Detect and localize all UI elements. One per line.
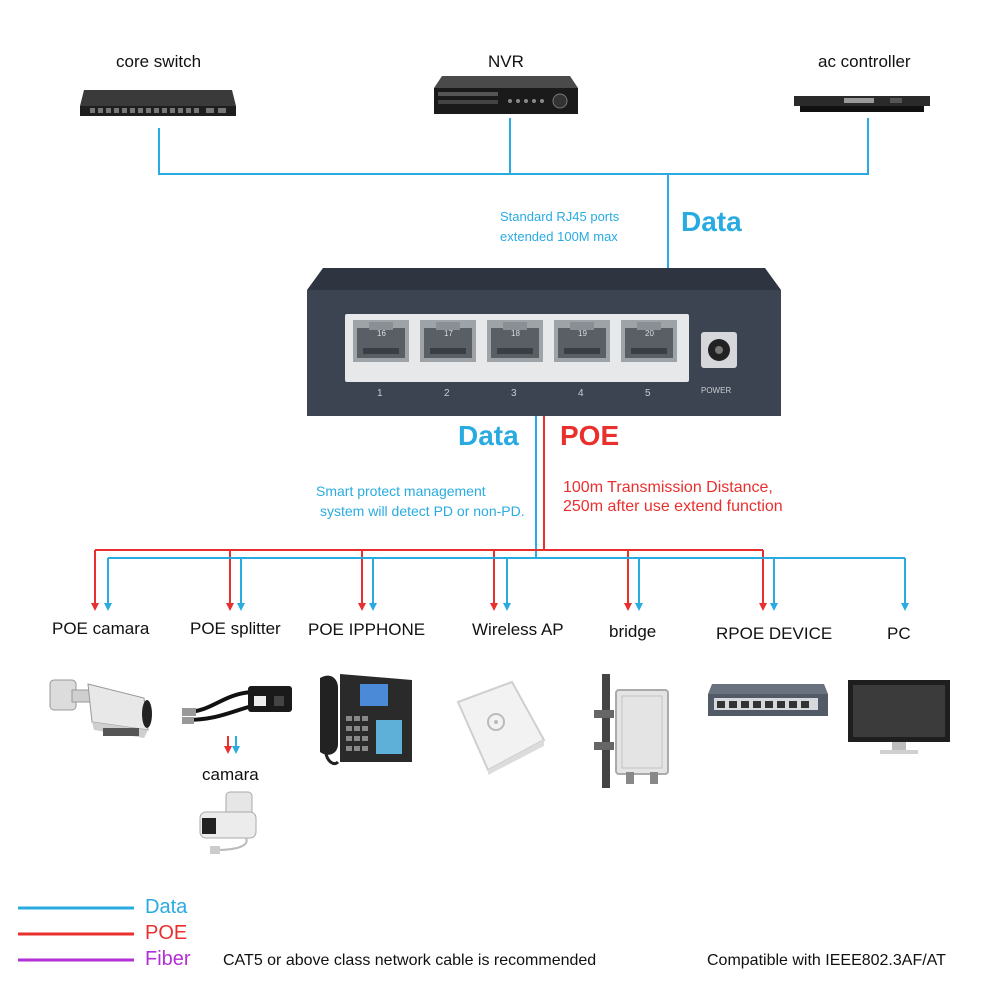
- core-switch-icon: [80, 90, 236, 116]
- port-led-number: 20: [645, 329, 654, 338]
- port-led-number: 17: [444, 329, 453, 338]
- power-label: POWER: [701, 386, 732, 395]
- distance-note-line1: 100m Transmission Distance,: [563, 479, 773, 496]
- port-row: 16 1 17 2 18 3 19 4 20 5: [351, 318, 687, 399]
- port-number-label: 5: [645, 388, 651, 399]
- port-number-label: 1: [377, 388, 383, 399]
- smart-protect-line1: Smart protect management: [316, 483, 486, 499]
- splitter-output-label: camara: [202, 765, 259, 784]
- distance-note-line2: 250m after use extend function: [563, 498, 783, 515]
- rj45-port-icon: [554, 320, 610, 362]
- port-2: 17 2: [418, 318, 478, 399]
- rj45-port-icon: [487, 320, 543, 362]
- rj45-note-line1: Standard RJ45 ports: [500, 209, 620, 224]
- endpoint-label-pc: PC: [887, 624, 911, 643]
- nvr-label: NVR: [488, 52, 524, 71]
- port-number-label: 2: [444, 388, 450, 399]
- ac-controller-icon: [794, 96, 930, 112]
- smart-protect-line2: system will detect PD or non-PD.: [320, 503, 525, 519]
- outdoor-bridge-icon: [594, 674, 669, 788]
- data-distribution-lines: [104, 557, 909, 611]
- endpoint-label-poe-splitter: POE splitter: [190, 619, 281, 638]
- endpoint-label-rpoe-device: RPOE DEVICE: [716, 624, 833, 643]
- port-led-number: 16: [377, 329, 386, 338]
- port-led-number: 19: [578, 329, 587, 338]
- dome-camera-icon: [199, 791, 257, 854]
- port-number-label: 3: [511, 388, 517, 399]
- endpoint-label-wireless-ap: Wireless AP: [472, 620, 564, 639]
- endpoint-label-bridge: bridge: [609, 622, 657, 641]
- rj45-port-icon: [621, 320, 677, 362]
- ac-controller-label: ac controller: [818, 52, 911, 71]
- core-switch-label: core switch: [116, 52, 202, 71]
- port-led-number: 18: [511, 329, 520, 338]
- legend-poe-label: POE: [145, 922, 188, 944]
- endpoint-label-poe-ipphone: POE IPPHONE: [308, 620, 426, 639]
- rj45-port-icon: [420, 320, 476, 362]
- power-jack-icon: [701, 332, 737, 368]
- endpoint-label-poe-camera: POE camara: [52, 619, 150, 638]
- poe-switch-icon: [708, 684, 828, 716]
- poe-switch: 16 1 17 2 18 3 19 4 20 5 POWER: [307, 268, 781, 416]
- rj45-note-line2: extended 100M max: [500, 229, 618, 244]
- port-number-label: 4: [578, 388, 584, 399]
- nvr-icon: [434, 76, 578, 114]
- wireless-ap-icon: [456, 680, 546, 775]
- data-upper-label: Data: [681, 206, 742, 237]
- poe-splitter-icon: [182, 686, 292, 724]
- legend-fiber-label: Fiber: [145, 948, 191, 970]
- port-1: 16 1: [351, 318, 411, 399]
- port-3: 18 3: [485, 318, 545, 399]
- ip-phone-icon: [320, 674, 412, 766]
- rj45-port-icon: [353, 320, 409, 362]
- poe-distribution-lines: [91, 549, 767, 611]
- cable-note: CAT5 or above class network cable is rec…: [223, 952, 597, 969]
- monitor-icon: [848, 680, 950, 754]
- port-4: 19 4: [552, 318, 612, 399]
- poe-label: POE: [560, 420, 620, 451]
- data-lower-label: Data: [458, 420, 519, 451]
- compat-note: Compatible with IEEE802.3AF/AT: [707, 952, 946, 969]
- port-5: 20 5: [619, 318, 679, 399]
- legend-data-label: Data: [145, 896, 188, 918]
- bullet-camera-icon: [49, 679, 152, 738]
